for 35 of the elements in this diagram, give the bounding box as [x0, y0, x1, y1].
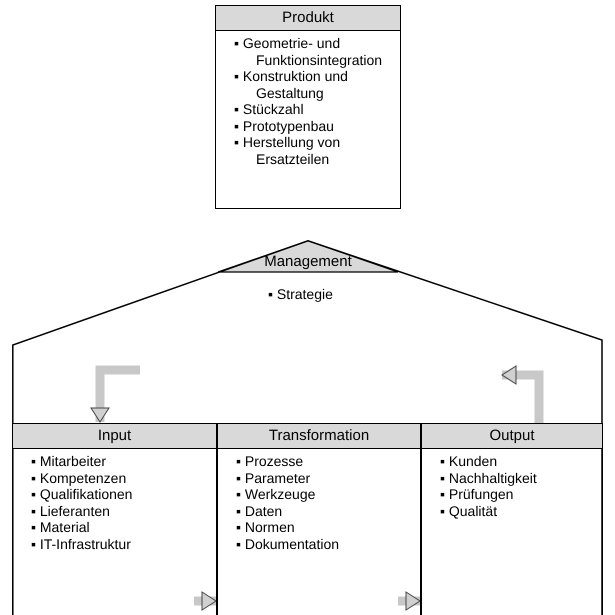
header-bar: Produkt: [216, 6, 400, 31]
list-item: ▪ Prototypenbau: [234, 118, 335, 134]
list-item: ▪ Kompetenzen: [31, 470, 128, 486]
block-arrow: [398, 592, 420, 610]
list-item: ▪ Werkzeuge: [236, 486, 316, 502]
column-panel: [421, 423, 603, 615]
list-item: ▪ Qualifikationen: [31, 486, 134, 502]
product-box: [215, 5, 401, 209]
block-arrow: [502, 366, 544, 423]
list-item: ▪ Geometrie- und Funktionsintegration: [234, 35, 384, 68]
column-panel: [217, 423, 421, 615]
list-item: ▪ Mitarbeiter: [31, 453, 107, 470]
list-item: ▪ Daten: [236, 502, 284, 519]
column-panel: [12, 423, 217, 615]
block-arrow: [194, 592, 216, 610]
list-item: ▪ Prüfungen: [440, 486, 514, 502]
list-item: ▪ Nachhaltigkeit: [440, 470, 538, 486]
list-item: ▪ Dokumentation: [236, 536, 340, 552]
block-arrow: [90, 366, 140, 422]
header-bar: Input: [13, 424, 216, 449]
list-item: ▪ Normen: [236, 519, 296, 536]
list-item: ▪ Strategie: [268, 286, 334, 302]
list-item: ▪ Parameter: [236, 470, 312, 486]
list-item: ▪ Lieferanten: [31, 502, 111, 519]
list-item: ▪ IT-Infrastruktur: [31, 536, 132, 552]
list-item: ▪ Herstellung von Ersatzteilen: [234, 134, 342, 167]
list-item: ▪ Konstruktion und Gestaltung: [234, 68, 349, 101]
header-bar: Transformation: [218, 424, 420, 449]
list-item: ▪ Material: [31, 519, 91, 536]
list-item: ▪ Prozesse: [236, 453, 304, 470]
list-item: ▪ Kunden: [440, 453, 498, 470]
section-heading: Management: [263, 253, 353, 271]
list-item: ▪ Stückzahl: [234, 101, 305, 118]
list-item: ▪ Qualität: [440, 502, 498, 519]
header-bar: Output: [422, 424, 602, 449]
